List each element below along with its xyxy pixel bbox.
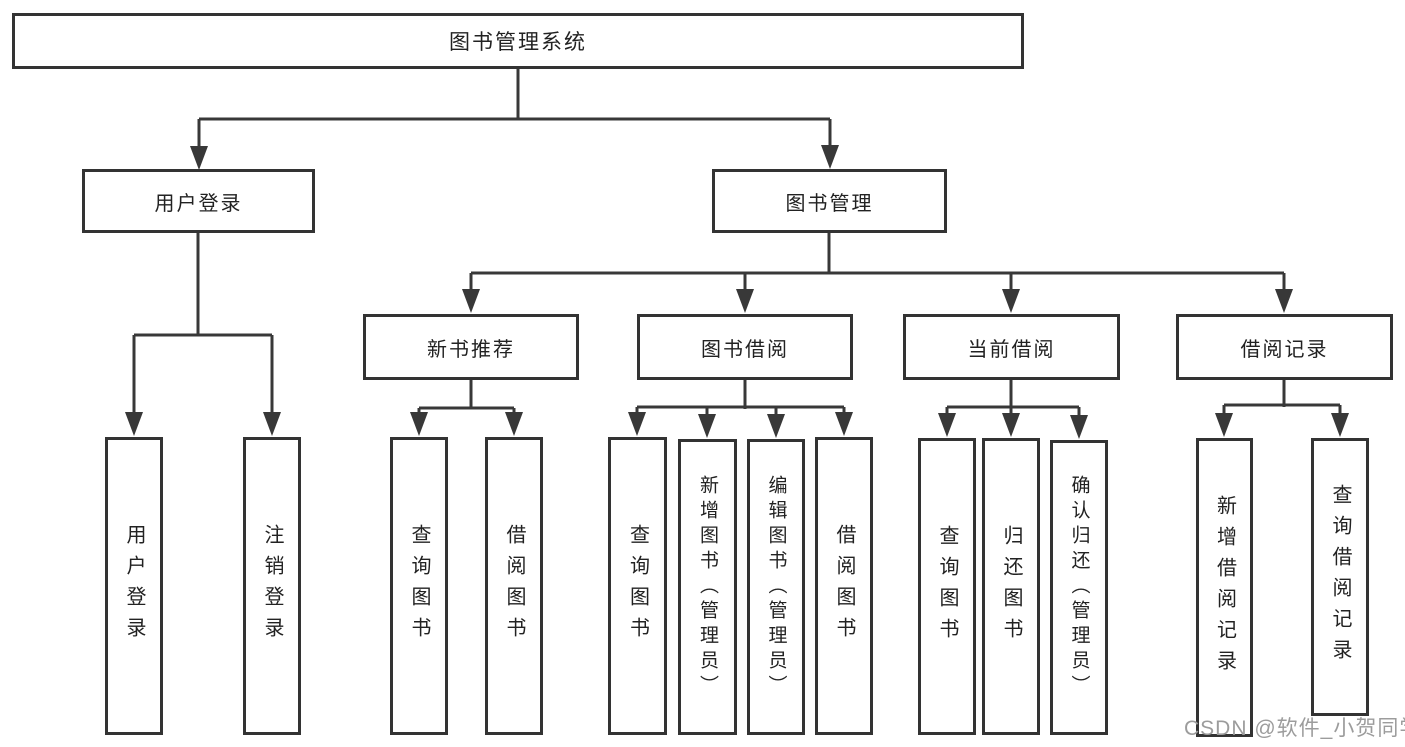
arrowhead xyxy=(938,413,956,437)
node-label: 借阅图书 xyxy=(503,524,525,648)
node-label: 注销登录 xyxy=(261,524,283,648)
leaf-return-book: 归还图书 xyxy=(982,438,1040,735)
node-label: 查询借阅记录 xyxy=(1329,484,1351,670)
node-label: 借阅图书 xyxy=(833,524,855,648)
leaf-query-book-1: 查询图书 xyxy=(390,437,448,735)
arrowhead xyxy=(1002,289,1020,313)
node-label: 新增借阅记录 xyxy=(1213,494,1236,681)
node-user-login: 用户登录 xyxy=(82,169,315,233)
node-label: 确认归还（管理员） xyxy=(1068,475,1090,700)
node-label: 编辑图书（管理员） xyxy=(765,474,787,700)
node-label: 查询图书 xyxy=(936,524,958,649)
connector-root-to-level2 xyxy=(190,69,839,170)
node-root-label: 图书管理系统 xyxy=(449,31,587,54)
node-borrow-record: 借阅记录 xyxy=(1176,314,1393,380)
connector-book-mgmt-branch xyxy=(462,233,1293,313)
arrowhead xyxy=(190,146,208,170)
leaf-add-borrow-record: 新增借阅记录 xyxy=(1196,438,1253,737)
node-label: 借阅记录 xyxy=(1240,338,1329,361)
connector-new-book-branch xyxy=(410,380,523,436)
connector-record-branch xyxy=(1215,380,1349,437)
arrowhead xyxy=(505,412,523,436)
node-label: 新书推荐 xyxy=(427,338,515,361)
node-book-management: 图书管理 xyxy=(712,169,947,233)
arrowhead xyxy=(125,412,143,436)
node-book-borrow: 图书借阅 xyxy=(637,314,853,380)
watermark: CSDN @软件_小贺同学 xyxy=(1184,717,1405,740)
leaf-confirm-return-admin: 确认归还（管理员） xyxy=(1050,440,1108,735)
arrowhead xyxy=(628,412,646,436)
leaf-user-login: 用户登录 xyxy=(105,437,163,735)
leaf-borrow-book-2: 借阅图书 xyxy=(815,437,873,735)
arrowhead xyxy=(410,412,428,436)
arrowhead xyxy=(821,145,839,169)
node-new-book-recommend: 新书推荐 xyxy=(363,314,579,380)
node-label: 图书管理 xyxy=(785,192,874,215)
connector-borrow-branch xyxy=(628,380,853,438)
arrowhead xyxy=(1215,413,1233,437)
node-label: 归还图书 xyxy=(1000,524,1022,649)
node-label: 查询图书 xyxy=(408,524,430,648)
arrowhead xyxy=(263,412,281,436)
arrowhead xyxy=(1070,415,1088,439)
node-label: 查询图书 xyxy=(626,524,649,648)
leaf-logout: 注销登录 xyxy=(243,437,301,735)
arrowhead xyxy=(736,289,754,313)
arrowhead xyxy=(698,414,716,438)
arrowhead xyxy=(1002,413,1020,437)
leaf-add-book-admin: 新增图书（管理员） xyxy=(678,439,737,735)
leaf-query-book-2: 查询图书 xyxy=(608,437,667,735)
node-label: 图书借阅 xyxy=(701,338,789,361)
connector-current-borrow-branch xyxy=(938,380,1088,439)
arrowhead xyxy=(462,289,480,313)
arrowhead xyxy=(767,414,785,438)
node-root: 图书管理系统 xyxy=(12,13,1024,69)
arrowhead xyxy=(835,412,853,436)
arrowhead xyxy=(1331,413,1349,437)
leaf-borrow-book-1: 借阅图书 xyxy=(485,437,543,735)
arrowhead xyxy=(1275,289,1293,313)
leaf-edit-book-admin: 编辑图书（管理员） xyxy=(747,439,805,735)
node-label: 当前借阅 xyxy=(967,338,1056,361)
leaf-query-book-3: 查询图书 xyxy=(918,438,976,735)
node-current-borrow: 当前借阅 xyxy=(903,314,1120,380)
leaf-query-borrow-record: 查询借阅记录 xyxy=(1311,438,1369,716)
node-label: 用户登录 xyxy=(154,192,243,215)
node-label: 新增图书（管理员） xyxy=(697,474,718,700)
node-label: 用户登录 xyxy=(123,524,145,648)
connector-user-login-branch xyxy=(125,233,281,436)
